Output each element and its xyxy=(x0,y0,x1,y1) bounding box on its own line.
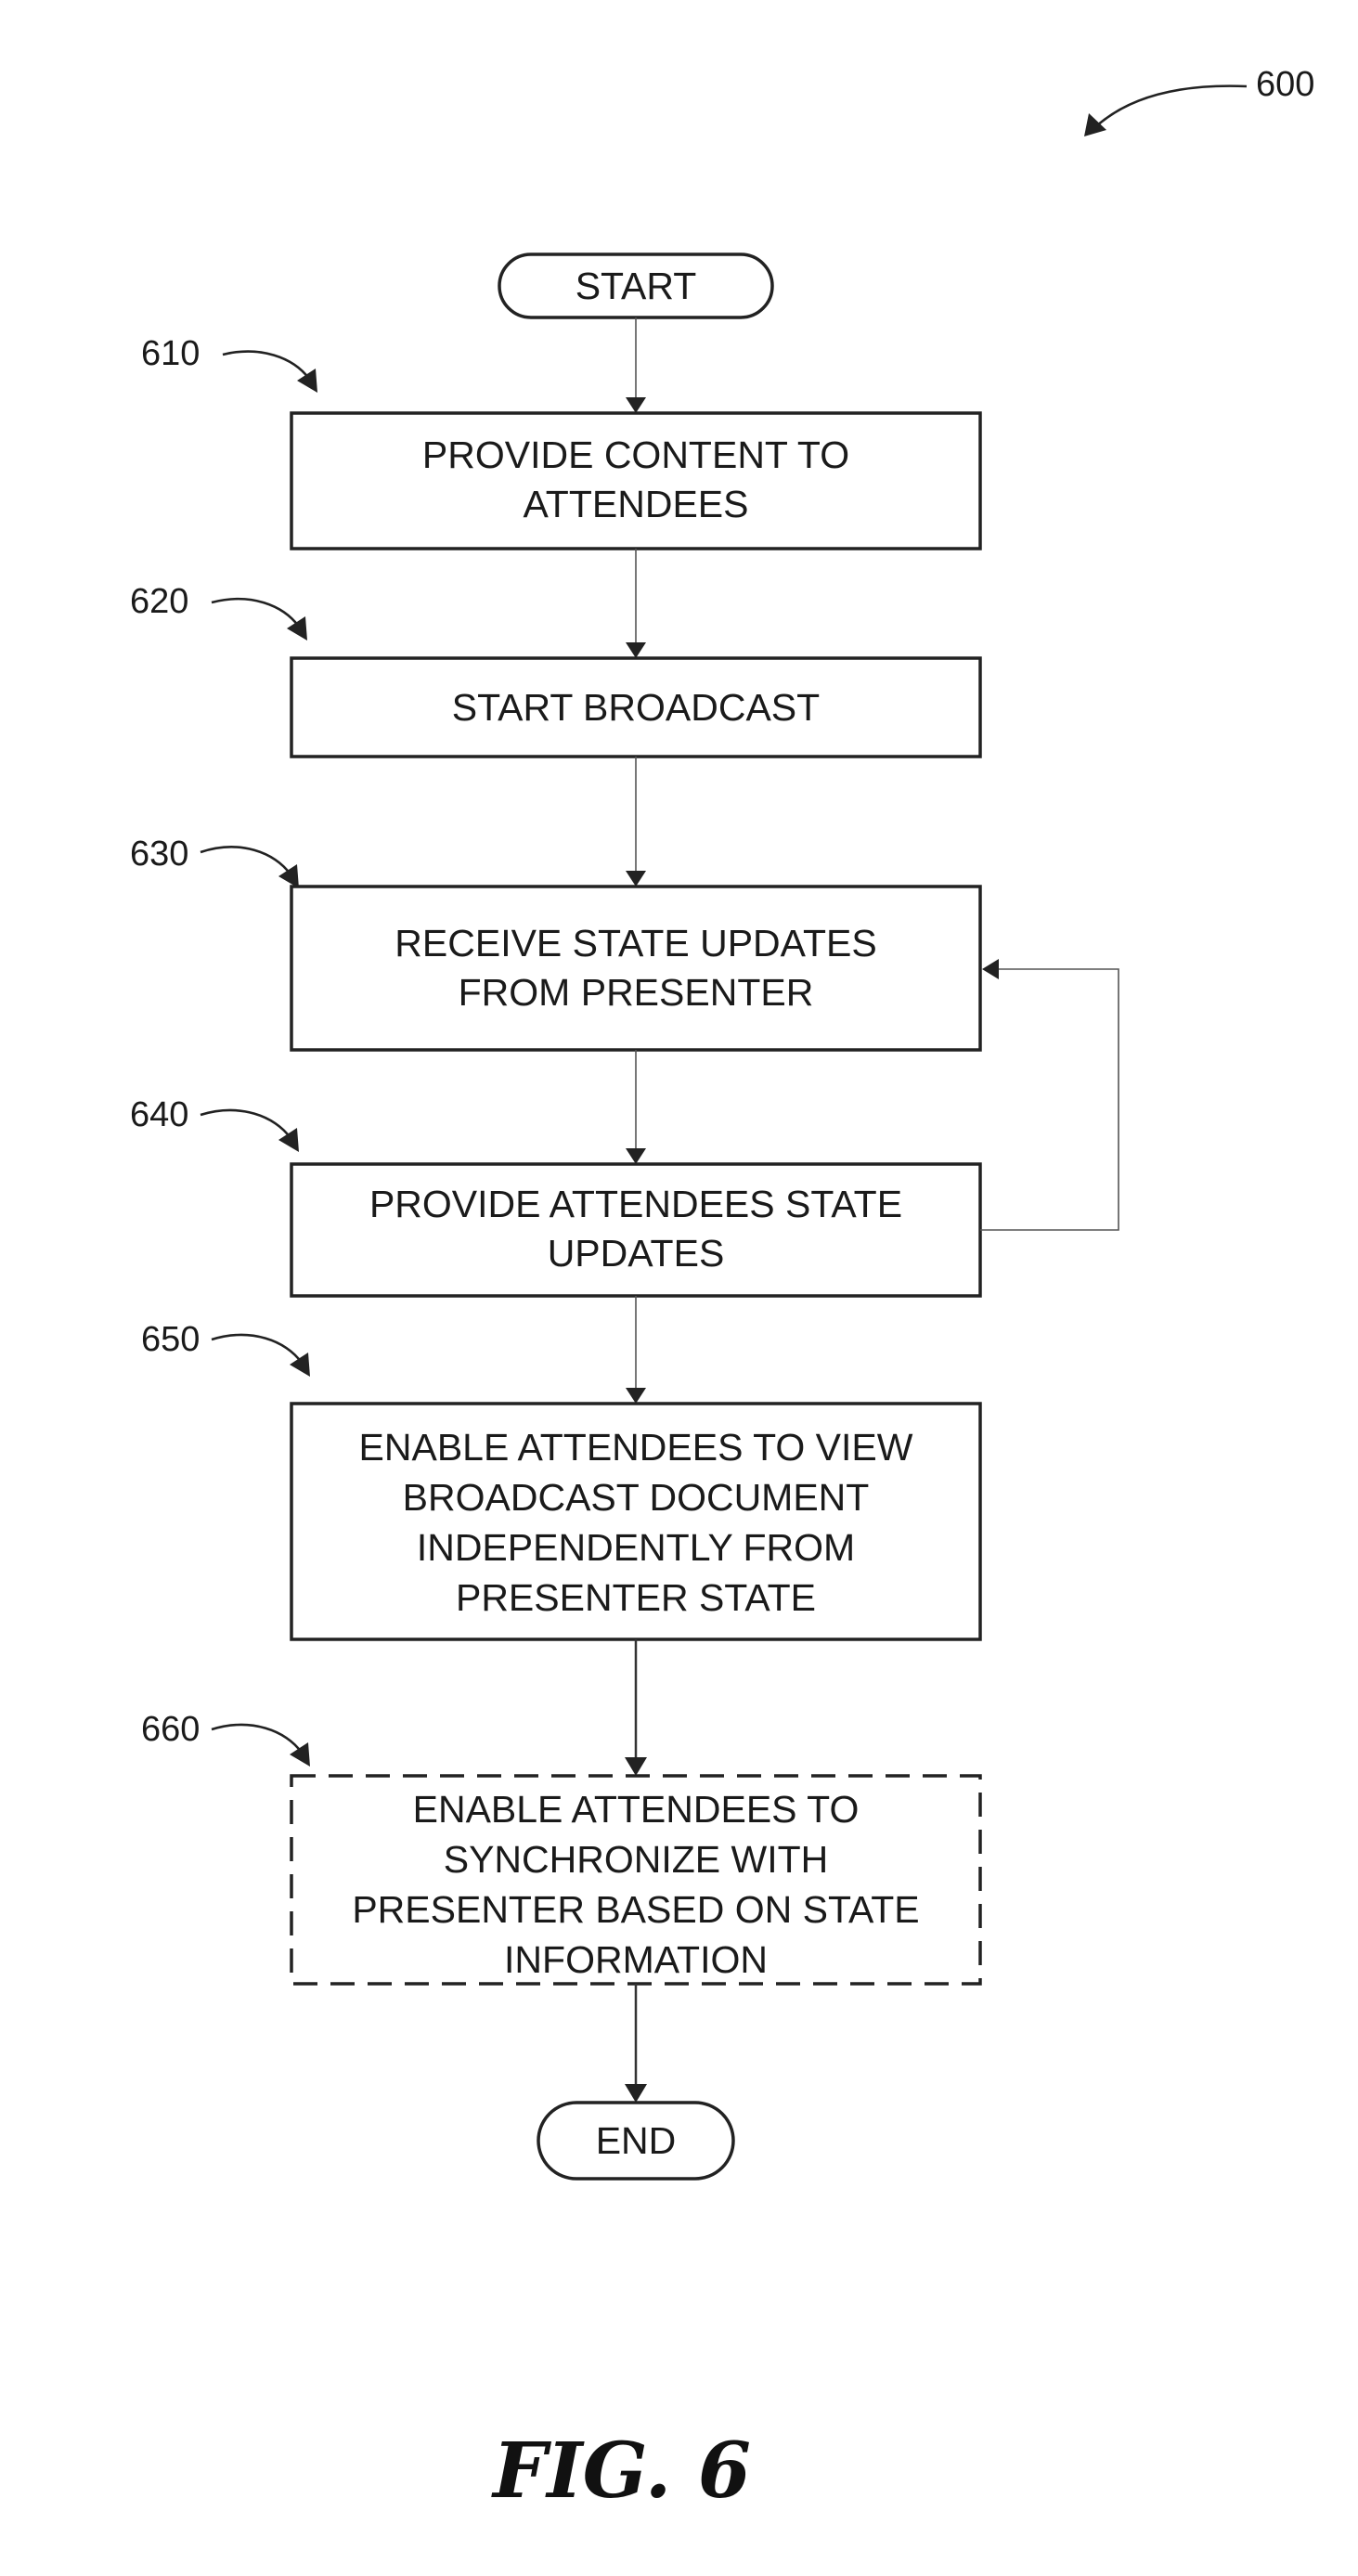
step-640-line-1: PROVIDE ATTENDEES STATE xyxy=(369,1183,902,1225)
step-650-leader xyxy=(212,1335,302,1363)
step-640: 640 PROVIDE ATTENDEES STATE UPDATES xyxy=(130,1095,980,1296)
arrowhead-650 xyxy=(626,1388,646,1404)
step-640-arrowhead xyxy=(278,1128,299,1152)
step-650-line-2: BROADCAST DOCUMENT xyxy=(403,1476,870,1519)
step-660-ref: 660 xyxy=(141,1710,200,1749)
end-label: END xyxy=(596,2119,677,2162)
step-610-leader xyxy=(223,352,309,379)
step-610-ref: 610 xyxy=(141,334,200,373)
step-660-leader xyxy=(212,1725,302,1753)
step-620-arrowhead xyxy=(287,616,307,641)
step-620-leader xyxy=(212,599,299,627)
step-650-arrowhead xyxy=(290,1353,310,1377)
arrowhead-620 xyxy=(626,642,646,658)
feedback-loop-connector xyxy=(980,969,1119,1230)
step-650: 650 ENABLE ATTENDEES TO VIEW BROADCAST D… xyxy=(141,1320,980,1639)
start-terminal: START xyxy=(499,254,772,317)
step-650-line-3: INDEPENDENTLY FROM xyxy=(417,1526,855,1569)
step-660: 660 ENABLE ATTENDEES TO SYNCHRONIZE WITH… xyxy=(141,1710,980,1984)
arrowhead-630 xyxy=(626,871,646,887)
step-660-line-2: SYNCHRONIZE WITH xyxy=(444,1838,829,1881)
figure-reference-600: 600 xyxy=(1084,65,1314,136)
feedback-loop-arrowhead xyxy=(982,959,999,979)
arrowhead-660 xyxy=(625,1757,647,1776)
step-640-ref: 640 xyxy=(130,1095,188,1134)
figure-reference-number: 600 xyxy=(1256,65,1314,104)
arrowhead-end xyxy=(625,2084,647,2103)
step-610: 610 PROVIDE CONTENT TO ATTENDEES xyxy=(141,334,980,549)
step-640-line-2: UPDATES xyxy=(548,1232,725,1275)
step-630-line-1: RECEIVE STATE UPDATES xyxy=(394,922,876,964)
figure-reference-leader xyxy=(1095,86,1247,127)
step-610-line-1: PROVIDE CONTENT TO xyxy=(422,434,849,476)
step-630-line-2: FROM PRESENTER xyxy=(459,971,814,1014)
start-label: START xyxy=(576,265,697,307)
arrowhead-610 xyxy=(626,397,646,413)
step-630-ref: 630 xyxy=(130,835,188,874)
arrowhead-640 xyxy=(626,1148,646,1164)
step-650-line-4: PRESENTER STATE xyxy=(456,1576,816,1619)
step-610-arrowhead xyxy=(297,369,317,393)
step-650-line-1: ENABLE ATTENDEES TO VIEW xyxy=(359,1426,913,1469)
figure-reference-arrowhead xyxy=(1084,113,1106,136)
step-630-leader xyxy=(200,847,291,874)
step-620: 620 START BROADCAST xyxy=(130,582,980,757)
step-660-line-1: ENABLE ATTENDEES TO xyxy=(413,1788,860,1831)
step-650-ref: 650 xyxy=(141,1320,200,1359)
step-620-ref: 620 xyxy=(130,582,188,621)
step-660-arrowhead xyxy=(290,1742,310,1767)
step-660-line-3: PRESENTER BASED ON STATE xyxy=(352,1888,919,1931)
step-630: 630 RECEIVE STATE UPDATES FROM PRESENTER xyxy=(130,835,980,1050)
figure-caption: FIG. 6 xyxy=(491,2427,751,2516)
step-640-leader xyxy=(200,1110,291,1138)
end-terminal: END xyxy=(538,2103,733,2179)
step-610-line-2: ATTENDEES xyxy=(524,483,749,525)
step-620-line-1: START BROADCAST xyxy=(452,686,820,729)
step-660-line-4: INFORMATION xyxy=(504,1938,768,1981)
step-630-arrowhead xyxy=(278,864,299,888)
